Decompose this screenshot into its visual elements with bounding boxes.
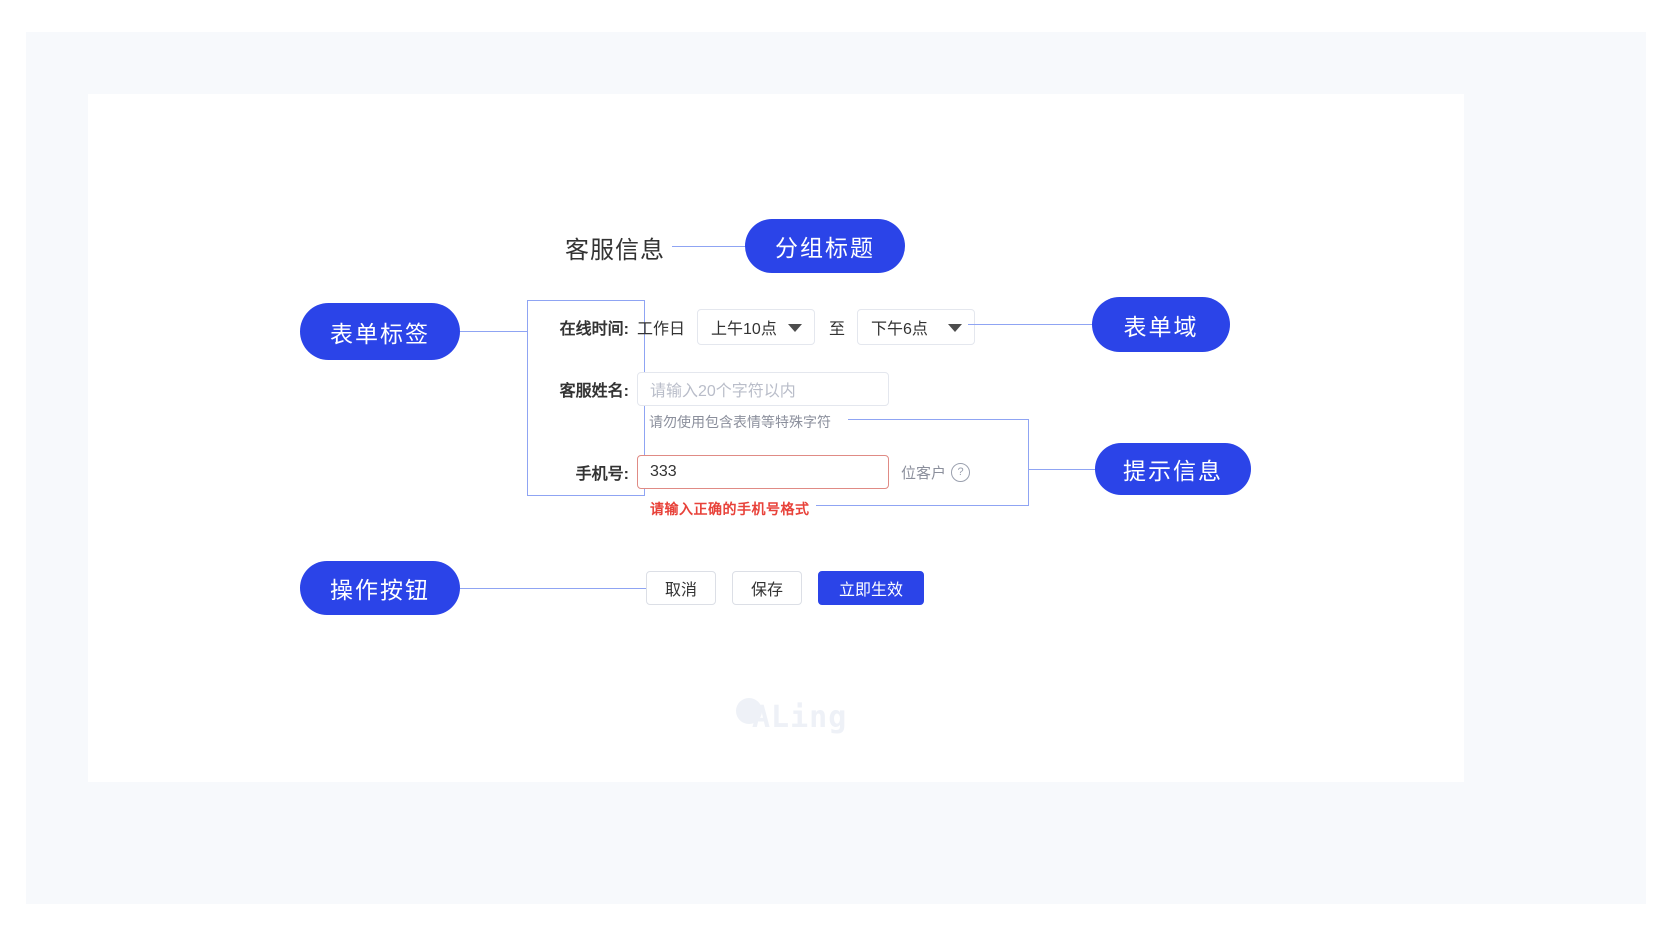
apply-button[interactable]: 立即生效: [818, 571, 924, 605]
watermark-dot: [736, 698, 762, 724]
phone-suffix-text: 位客户: [901, 464, 947, 482]
select-end-time-value: 下午6点: [871, 321, 928, 338]
cancel-button[interactable]: 取消: [646, 571, 716, 605]
connector-hint-bottom: [816, 505, 1029, 506]
callout-hint-info: 提示信息: [1095, 443, 1251, 495]
watermark: ALing: [730, 692, 850, 742]
form-card: [88, 94, 1464, 782]
callout-group-title: 分组标题: [745, 219, 905, 273]
online-time-weekday: 工作日: [637, 321, 686, 338]
chevron-down-icon: [948, 324, 963, 332]
question-mark-icon[interactable]: ?: [951, 462, 971, 482]
callout-form-field: 表单域: [1092, 297, 1230, 352]
select-end-time[interactable]: 下午6点: [857, 309, 976, 345]
online-time-separator: 至: [829, 321, 846, 338]
label-online-time: 在线时间:: [559, 321, 629, 338]
select-start-time-value: 上午10点: [711, 321, 777, 338]
form-row-agent-name: 客服姓名: 请输入20个字符以内: [537, 371, 889, 407]
form-row-phone: 手机号: 333 位客户 ?: [537, 454, 971, 490]
form-row-online-time: 在线时间: 工作日 上午10点 至 下午6点: [537, 306, 976, 348]
agent-name-hint: 请勿使用包含表情等特殊字符: [649, 414, 831, 430]
connector-hint-top: [848, 419, 1029, 420]
connector-form-label: [460, 331, 528, 332]
connector-hint-pill: [1028, 469, 1096, 470]
phone-suffix: 位客户 ?: [901, 462, 971, 483]
save-button[interactable]: 保存: [732, 571, 802, 605]
page-title: 客服信息: [565, 237, 665, 264]
phone-input[interactable]: 333: [637, 455, 889, 489]
phone-error-message: 请输入正确的手机号格式: [650, 501, 810, 517]
connector-hint-right: [1028, 419, 1029, 505]
action-button-bar: 取消 保存 立即生效: [646, 571, 924, 605]
callout-action-button: 操作按钮: [300, 561, 460, 615]
chevron-down-icon: [788, 324, 803, 332]
connector-group-title: [672, 246, 748, 247]
phone-input-value: 333: [650, 463, 677, 480]
agent-name-placeholder: 请输入20个字符以内: [650, 383, 796, 400]
agent-name-input[interactable]: 请输入20个字符以内: [637, 372, 889, 406]
connector-form-field: [968, 324, 1092, 325]
watermark-text: ALing: [752, 700, 848, 735]
select-start-time[interactable]: 上午10点: [697, 309, 816, 345]
label-agent-name: 客服姓名:: [559, 383, 629, 400]
connector-action-button: [460, 588, 646, 589]
callout-form-label: 表单标签: [300, 303, 460, 360]
label-phone: 手机号:: [575, 466, 629, 483]
